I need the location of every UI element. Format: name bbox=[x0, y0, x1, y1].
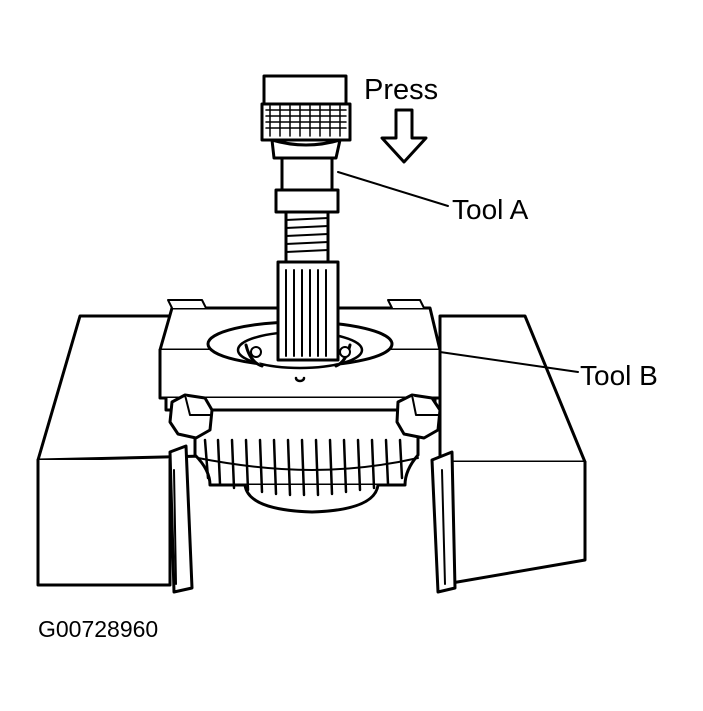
press-ram bbox=[260, 74, 352, 160]
tool-a-label: Tool A bbox=[452, 194, 529, 225]
tool-a bbox=[274, 156, 340, 362]
support-leg-left bbox=[168, 444, 194, 594]
bolt-left bbox=[168, 393, 214, 440]
tool-b-label: Tool B bbox=[580, 360, 658, 391]
bolt-right bbox=[395, 393, 442, 440]
leader-line-tool-a bbox=[337, 171, 449, 207]
tool-b-plate bbox=[158, 299, 442, 412]
arrow-down-icon bbox=[380, 108, 428, 164]
press-label: Press bbox=[364, 74, 439, 106]
gear bbox=[193, 428, 420, 514]
support-leg-right bbox=[430, 450, 457, 594]
figure-id: G00728960 bbox=[38, 616, 159, 642]
leader-line-tool-b bbox=[439, 351, 579, 373]
